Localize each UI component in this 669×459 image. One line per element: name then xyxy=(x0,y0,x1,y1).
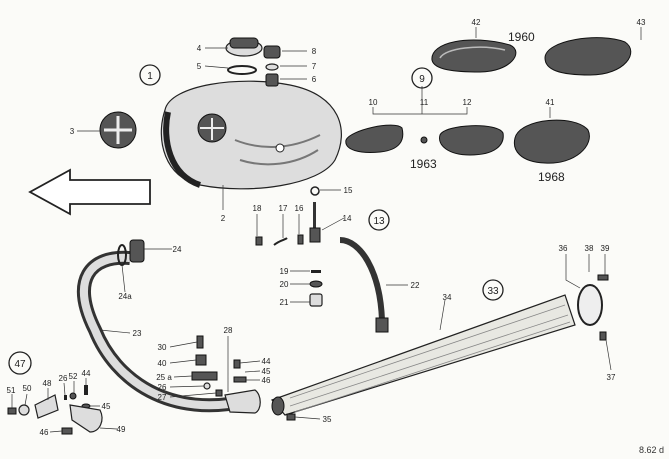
callout-27: 27 xyxy=(158,393,167,402)
year-1960: 1960 xyxy=(508,30,535,44)
mount-kit-47 xyxy=(7,385,103,435)
group-9-bracket-line xyxy=(372,86,468,115)
callout-11: 11 xyxy=(420,98,429,107)
callout-23: 23 xyxy=(133,329,142,338)
pipe-clamp xyxy=(224,389,261,414)
callout-24: 24 xyxy=(173,245,182,254)
emblem-screw xyxy=(420,136,428,144)
callout-45: 45 xyxy=(262,367,271,376)
group-number-13: 13 xyxy=(368,209,390,231)
tank-badge xyxy=(99,111,137,149)
callout-52: 52 xyxy=(69,372,78,381)
svg-text:47: 47 xyxy=(14,359,26,370)
callout-30: 30 xyxy=(158,343,167,352)
emblem-1963-right xyxy=(439,125,504,156)
group-number-1: 1 xyxy=(139,64,161,86)
screw-35 xyxy=(286,413,296,421)
emblem-1968 xyxy=(513,119,590,164)
callout-42: 42 xyxy=(472,18,481,27)
callout-34: 34 xyxy=(443,293,452,302)
callout-44: 44 xyxy=(262,357,271,366)
callout-37: 37 xyxy=(607,373,616,382)
bracket-assembly xyxy=(191,335,247,397)
callout-17: 17 xyxy=(279,204,288,213)
callout-26: 26 xyxy=(158,383,167,392)
callout-46: 46 xyxy=(262,376,271,385)
muffler-clamp xyxy=(577,274,609,341)
callout-7: 7 xyxy=(312,62,317,71)
callout-44b: 44 xyxy=(82,369,91,378)
callout-46b: 46 xyxy=(40,428,49,437)
year-1968: 1968 xyxy=(538,170,565,184)
svg-text:33: 33 xyxy=(487,286,499,297)
svg-text:13: 13 xyxy=(373,216,385,227)
callout-39: 39 xyxy=(601,244,610,253)
callout-43: 43 xyxy=(637,18,646,27)
group-number-47: 47 xyxy=(8,351,32,375)
knee-pad-1960-b xyxy=(544,37,632,76)
callout-25a: 25 a xyxy=(156,373,172,382)
callout-5: 5 xyxy=(197,62,202,71)
leader-lines xyxy=(11,27,642,433)
callout-38: 38 xyxy=(585,244,594,253)
callout-16: 16 xyxy=(295,204,304,213)
group-number-33: 33 xyxy=(482,279,504,301)
callout-15: 15 xyxy=(344,186,353,195)
callout-45b: 45 xyxy=(102,402,111,411)
footer-code: 8.62 d xyxy=(639,445,664,455)
fuel-line-fitting xyxy=(375,317,389,333)
direction-arrow xyxy=(28,168,151,216)
fuel-tank xyxy=(160,80,342,190)
svg-text:9: 9 xyxy=(419,74,425,85)
callout-3: 3 xyxy=(70,127,75,136)
exhaust-pipe xyxy=(77,250,252,413)
exhaust-nut xyxy=(129,239,145,263)
emblem-1963-left xyxy=(345,124,404,153)
callout-48: 48 xyxy=(43,379,52,388)
callout-21: 21 xyxy=(280,298,289,307)
callout-19: 19 xyxy=(280,267,289,276)
group-number-9: 9 xyxy=(411,67,433,89)
callout-2: 2 xyxy=(221,214,226,223)
callout-20: 20 xyxy=(280,280,289,289)
svg-text:1: 1 xyxy=(147,71,153,82)
callout-24a: 24a xyxy=(118,292,132,301)
callout-41: 41 xyxy=(546,98,555,107)
callout-labels: 4 5 8 7 6 42 43 10 11 12 41 3 2 15 18 17… xyxy=(7,18,646,437)
callout-26b: 26 xyxy=(59,374,68,383)
callout-18: 18 xyxy=(253,204,262,213)
year-1963: 1963 xyxy=(410,157,437,171)
muffler xyxy=(270,294,576,416)
callout-40: 40 xyxy=(158,359,167,368)
callout-49: 49 xyxy=(117,425,126,434)
callout-10: 10 xyxy=(369,98,378,107)
fuel-tap xyxy=(255,186,323,307)
callout-35: 35 xyxy=(323,415,332,424)
knee-pad-1960 xyxy=(431,39,517,73)
filler-cap xyxy=(225,37,263,75)
callout-28: 28 xyxy=(224,326,233,335)
fuel-line xyxy=(339,237,385,321)
callout-50: 50 xyxy=(23,384,32,393)
callout-14: 14 xyxy=(343,214,352,223)
callout-22: 22 xyxy=(411,281,420,290)
callout-51: 51 xyxy=(7,386,16,395)
callout-36: 36 xyxy=(559,244,568,253)
callout-4: 4 xyxy=(197,44,202,53)
callout-12: 12 xyxy=(463,98,472,107)
tap-parts xyxy=(263,45,281,87)
callout-8: 8 xyxy=(312,47,317,56)
callout-6: 6 xyxy=(312,75,317,84)
